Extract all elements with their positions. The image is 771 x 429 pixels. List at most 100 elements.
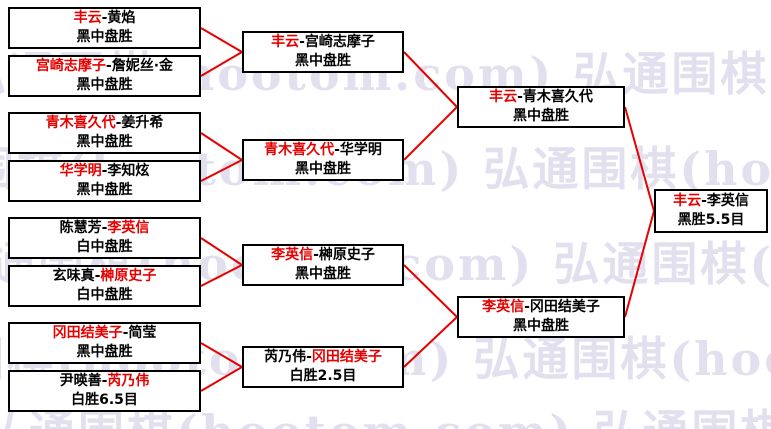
match-box: 冈田结美子-简莹 黑中盘胜	[8, 322, 201, 364]
player-name: 华学明	[339, 142, 382, 158]
match-players: 李英信-榊原史子	[271, 246, 375, 265]
player-name: 芮乃伟	[264, 349, 307, 365]
match-result: 白中盘胜	[76, 239, 133, 255]
match-players: 丰云-李英信	[673, 192, 749, 211]
match-result: 黑中盘胜	[76, 77, 133, 93]
match-players: 宫崎志摩子-詹妮丝·金	[36, 57, 173, 76]
connector-line	[403, 106, 458, 161]
player-name: 华学明	[59, 163, 102, 179]
match-box: 丰云-青木喜久代 黑中盘胜	[457, 86, 625, 128]
match-players: 玄味真-榊原史子	[53, 267, 157, 286]
player-name: 玄味真	[52, 268, 95, 284]
match-box: 宫崎志摩子-詹妮丝·金 黑中盘胜	[8, 55, 201, 97]
player-name: 青木喜久代	[45, 115, 116, 131]
vs-separator: -	[101, 220, 108, 236]
player-name: 李知炫	[107, 163, 150, 179]
match-result: 白中盘胜	[76, 287, 133, 303]
match-result: 黑中盘胜	[513, 318, 569, 334]
player-name: 芮乃伟	[107, 373, 150, 389]
match-box: 丰云-黄焰 黑中盘胜	[8, 7, 201, 49]
match-players: 冈田结美子-简莹	[53, 324, 157, 343]
vs-separator: -	[334, 142, 340, 158]
connector-line	[200, 27, 243, 53]
vs-separator: -	[105, 58, 112, 74]
vs-separator: -	[101, 373, 108, 389]
match-box: 青木喜久代-姜升希 黑中盘胜	[8, 112, 201, 154]
match-result: 黑中盘胜	[295, 266, 351, 282]
player-name: 冈田结美子	[52, 325, 123, 341]
player-name: 简莹	[128, 325, 157, 341]
player-name: 尹暎善	[59, 373, 102, 389]
connector-line	[624, 106, 655, 212]
match-result: 白胜2.5目	[289, 368, 357, 384]
match-box: 李英信-榊原史子 黑中盘胜	[242, 244, 404, 286]
vs-separator: -	[524, 299, 530, 315]
player-name: 陈慧芳	[59, 220, 102, 236]
connector-line	[200, 342, 243, 368]
match-result: 黑胜5.5目	[677, 212, 745, 228]
match-players: 丰云-青木喜久代	[489, 88, 593, 107]
match-box: 芮乃伟-冈田结美子 白胜2.5目	[242, 346, 404, 388]
match-box: 玄味真-榊原史子 白中盘胜	[8, 265, 201, 307]
vs-separator: -	[115, 115, 122, 131]
match-players: 青木喜久代-姜升希	[46, 114, 164, 133]
match-result: 黑中盘胜	[76, 344, 133, 360]
match-result: 白胜6.5目	[71, 392, 138, 408]
match-result: 黑中盘胜	[295, 53, 351, 69]
player-name: 姜升希	[121, 115, 164, 131]
player-name: 李英信	[706, 193, 749, 209]
connector-line	[200, 264, 243, 287]
match-result: 黑中盘胜	[295, 161, 351, 177]
player-name: 李英信	[107, 220, 150, 236]
vs-separator: -	[101, 10, 108, 26]
connector-line	[403, 51, 458, 108]
match-players: 李英信-冈田结美子	[482, 298, 600, 317]
match-players: 陈慧芳-李英信	[60, 219, 150, 238]
match-result: 黑中盘胜	[76, 134, 133, 150]
connector-line	[403, 316, 458, 368]
match-box: 华学明-李知炫 黑中盘胜	[8, 160, 201, 202]
player-name: 丰云	[271, 34, 300, 50]
match-box: 青木喜久代-华学明 黑中盘胜	[242, 139, 404, 181]
match-players: 青木喜久代-华学明	[264, 141, 382, 160]
vs-separator: -	[94, 268, 101, 284]
connector-line	[403, 264, 458, 318]
match-box: 李英信-冈田结美子 黑中盘胜	[457, 296, 625, 338]
player-name: 青木喜久代	[522, 89, 593, 105]
match-players: 华学明-李知炫	[60, 162, 150, 181]
connector-line	[200, 51, 243, 77]
player-name: 李英信	[482, 299, 525, 315]
player-name: 宫崎志摩子	[35, 58, 106, 74]
match-box: 丰云-李英信 黑胜5.5目	[654, 189, 768, 233]
match-players: 丰云-宫崎志摩子	[271, 33, 375, 52]
player-name: 李英信	[271, 247, 314, 263]
connector-line	[200, 159, 243, 182]
match-result: 黑中盘胜	[76, 29, 133, 45]
vs-separator: -	[122, 325, 129, 341]
match-players: 芮乃伟-冈田结美子	[264, 348, 382, 367]
connector-line	[624, 210, 655, 318]
player-name: 冈田结美子	[529, 299, 600, 315]
match-result: 黑中盘胜	[513, 108, 569, 124]
player-name: 青木喜久代	[264, 142, 335, 158]
vs-separator: -	[306, 349, 312, 365]
player-name: 黄焰	[107, 10, 136, 26]
connector-line	[200, 132, 243, 161]
connector-line	[200, 237, 243, 266]
player-name: 丰云	[673, 193, 702, 209]
match-box: 尹暎善-芮乃伟 白胜6.5目	[8, 370, 201, 412]
match-box: 丰云-宫崎志摩子 黑中盘胜	[242, 31, 404, 73]
match-result: 黑中盘胜	[76, 182, 133, 198]
player-name: 丰云	[73, 10, 102, 26]
match-box: 陈慧芳-李英信 白中盘胜	[8, 217, 201, 259]
player-name: 冈田结美子	[311, 349, 382, 365]
vs-separator: -	[101, 163, 108, 179]
match-players: 丰云-黄焰	[74, 9, 136, 28]
connector-line	[200, 366, 243, 392]
player-name: 榊原史子	[318, 247, 375, 263]
player-name: 丰云	[489, 89, 518, 105]
vs-separator: -	[517, 89, 523, 105]
player-name: 宫崎志摩子	[304, 34, 375, 50]
